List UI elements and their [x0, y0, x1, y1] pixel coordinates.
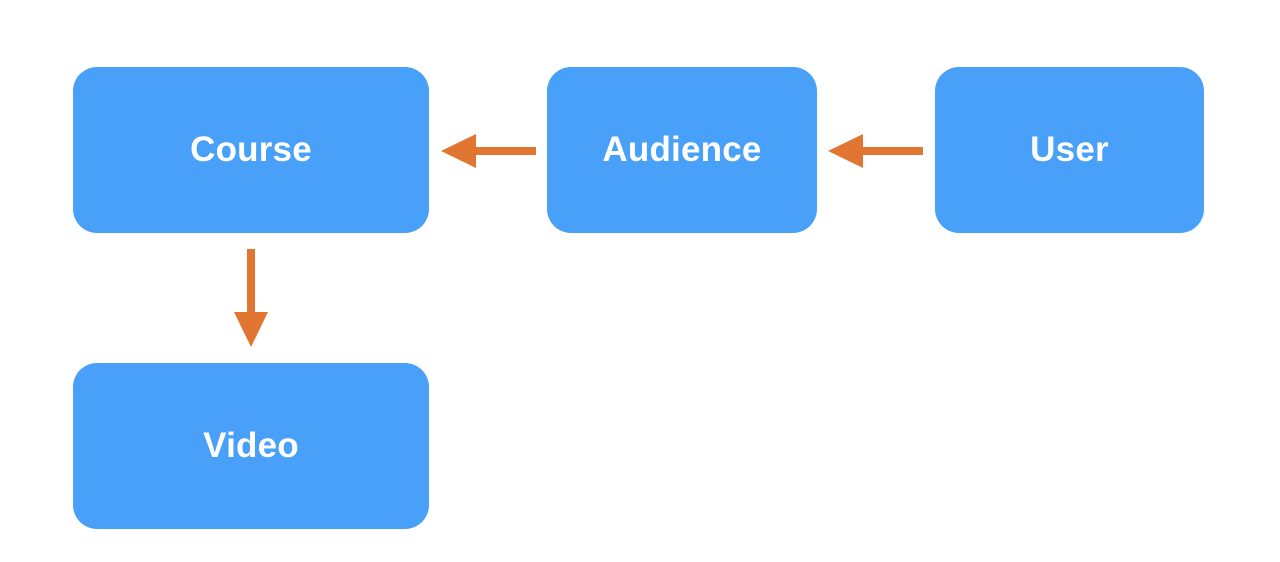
node-course[interactable]: Course: [73, 67, 429, 233]
arrow-head: [234, 312, 268, 347]
arrow-head: [828, 134, 863, 168]
arrow-user-to-audience: [828, 134, 923, 168]
arrow-audience-to-course: [441, 134, 536, 168]
node-video[interactable]: Video: [73, 363, 429, 529]
node-video-label: Video: [203, 426, 299, 465]
arrow-head: [441, 134, 476, 168]
node-audience[interactable]: Audience: [547, 67, 817, 233]
node-user-label: User: [1030, 130, 1109, 169]
node-user[interactable]: User: [935, 67, 1204, 233]
node-course-label: Course: [190, 130, 312, 169]
arrow-course-to-video: [234, 249, 268, 347]
node-audience-label: Audience: [602, 130, 762, 169]
